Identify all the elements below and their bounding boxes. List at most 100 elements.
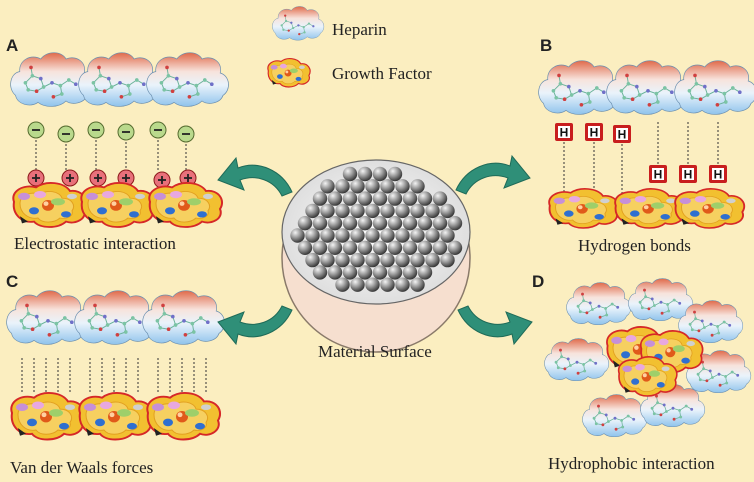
surface-sphere [380,252,395,268]
surface-sphere [320,228,335,243]
legend-heparin-icon [272,6,325,41]
panel-a-caption: Electrostatic interaction [14,234,176,253]
surface-sphere [410,277,425,292]
surface-sphere [410,179,425,194]
surface-sphere [410,203,425,219]
surface-sphere [305,252,320,268]
surface-sphere [327,265,343,280]
surface-sphere [417,240,433,255]
surface-sphere [335,252,350,268]
panel-c-letter: C [6,272,19,291]
panel-d-caption: Hydrophobic interaction [548,454,715,473]
surface-sphere [365,228,380,243]
arrow-to-panel-a [217,157,293,197]
panel-b-hbonds-bottom [649,165,727,183]
surface-sphere [357,166,373,182]
surface-sphere [365,277,380,292]
surface-sphere [387,191,403,206]
surface-sphere [372,166,388,182]
panel-a-growth-factors [12,181,224,228]
surface-sphere [290,228,305,243]
surface-sphere [312,265,328,280]
surface-sphere [357,216,373,231]
surface-sphere [395,252,410,268]
legend-growth-factor-label: Growth Factor [332,64,432,83]
surface-sphere [335,203,350,219]
surface-sphere [350,252,365,268]
surface-sphere [357,265,373,280]
surface-sphere [342,240,358,255]
surface-sphere [297,240,313,255]
material-surface [281,159,471,353]
surface-sphere [447,240,463,255]
surface-sphere [342,265,358,280]
surface-sphere [380,179,395,194]
panel-d-cluster [544,278,752,438]
surface-sphere [365,179,380,194]
panel-a-negative-charges [27,121,195,143]
panel-d-letter: D [532,272,545,291]
panel-b-dashes [563,122,719,196]
surface-sphere [425,203,440,219]
surface-sphere [440,228,455,243]
surface-sphere [440,203,455,219]
surface-sphere [335,179,350,194]
legend-heparin-label: Heparin [332,20,387,39]
arrow-to-panel-d [457,305,533,345]
surface-sphere [312,191,328,206]
surface-sphere [372,240,388,255]
surface-sphere [350,277,365,292]
surface-sphere [425,228,440,243]
panel-c-growth-factors [10,392,222,441]
panel-b-heparins [538,60,754,115]
surface-sphere [350,179,365,194]
surface-sphere [320,252,335,268]
surface-sphere [402,191,418,206]
panel-a-dashes [35,140,187,170]
surface-sphere [387,265,403,280]
surface-sphere [335,228,350,243]
surface-sphere [305,228,320,243]
surface-sphere [395,228,410,243]
surface-sphere [417,191,433,206]
surface-sphere [357,240,373,255]
panel-c-dashes [21,358,207,392]
surface-sphere [342,191,358,206]
panel-a-heparins [10,52,230,107]
surface-sphere [372,216,388,231]
surface-sphere [432,240,448,255]
surface-sphere [410,228,425,243]
surface-sphere [327,216,343,231]
surface-sphere [380,203,395,219]
panel-b-caption: Hydrogen bonds [578,236,691,255]
surface-sphere [395,179,410,194]
panel-b-hbonds-top [555,123,631,143]
surface-sphere [365,252,380,268]
arrow-to-panel-b [455,155,531,195]
panel-a-letter: A [6,36,19,55]
surface-sphere [305,203,320,219]
surface-sphere [380,277,395,292]
surface-sphere [387,240,403,255]
surface-sphere [350,228,365,243]
panel-b-letter: B [540,36,553,55]
surface-sphere [417,265,433,280]
surface-sphere [327,240,343,255]
surface-sphere [297,216,313,231]
surface-sphere [312,216,328,231]
material-surface-label: Material Surface [318,342,432,361]
surface-sphere [410,252,425,268]
surface-sphere [357,191,373,206]
surface-sphere [447,216,463,231]
surface-sphere [387,216,403,231]
surface-sphere [327,191,343,206]
arrow-to-panel-c [217,305,293,345]
surface-sphere [417,216,433,231]
surface-sphere [402,216,418,231]
surface-sphere [380,228,395,243]
legend-growth-factor-icon [267,58,311,88]
surface-sphere [372,265,388,280]
surface-sphere [312,240,328,255]
surface-sphere [350,203,365,219]
